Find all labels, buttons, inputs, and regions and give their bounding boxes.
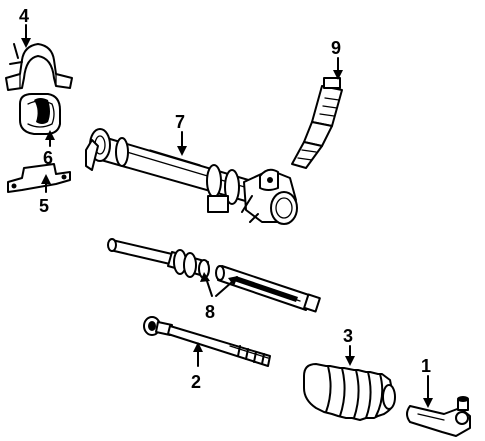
rack-housing-part — [85, 128, 298, 225]
callout-6-leader — [45, 130, 55, 147]
callout-7: 7 — [175, 112, 185, 132]
mount-bracket-part — [5, 43, 73, 91]
rack-shaft-upper — [107, 238, 210, 279]
callout-7-leader — [177, 131, 187, 156]
callout-5: 5 — [39, 196, 49, 216]
callout-9: 9 — [331, 38, 341, 58]
dust-boot-part — [303, 363, 396, 421]
callout-8-leader — [200, 272, 238, 297]
mount-bushing-part — [19, 93, 61, 135]
clamp-plate-part — [7, 163, 71, 193]
callout-4-leader — [21, 24, 31, 48]
callout-5-leader — [41, 174, 51, 193]
outer-tie-rod-end-part — [406, 396, 471, 437]
callout-1: 1 — [421, 356, 431, 376]
callout-3-leader — [345, 345, 355, 366]
callout-3: 3 — [343, 326, 353, 346]
callout-2: 2 — [191, 372, 201, 392]
callout-8: 8 — [205, 302, 215, 322]
callout-2-leader — [193, 342, 203, 367]
callout-4: 4 — [19, 6, 29, 26]
rack-shaft-lower — [215, 265, 321, 313]
inner-tie-rod-part — [143, 316, 271, 367]
callout-9-leader — [333, 57, 343, 80]
pinion-shaft-part — [291, 77, 343, 169]
callout-1-leader — [423, 375, 433, 408]
callout-6: 6 — [43, 148, 53, 168]
